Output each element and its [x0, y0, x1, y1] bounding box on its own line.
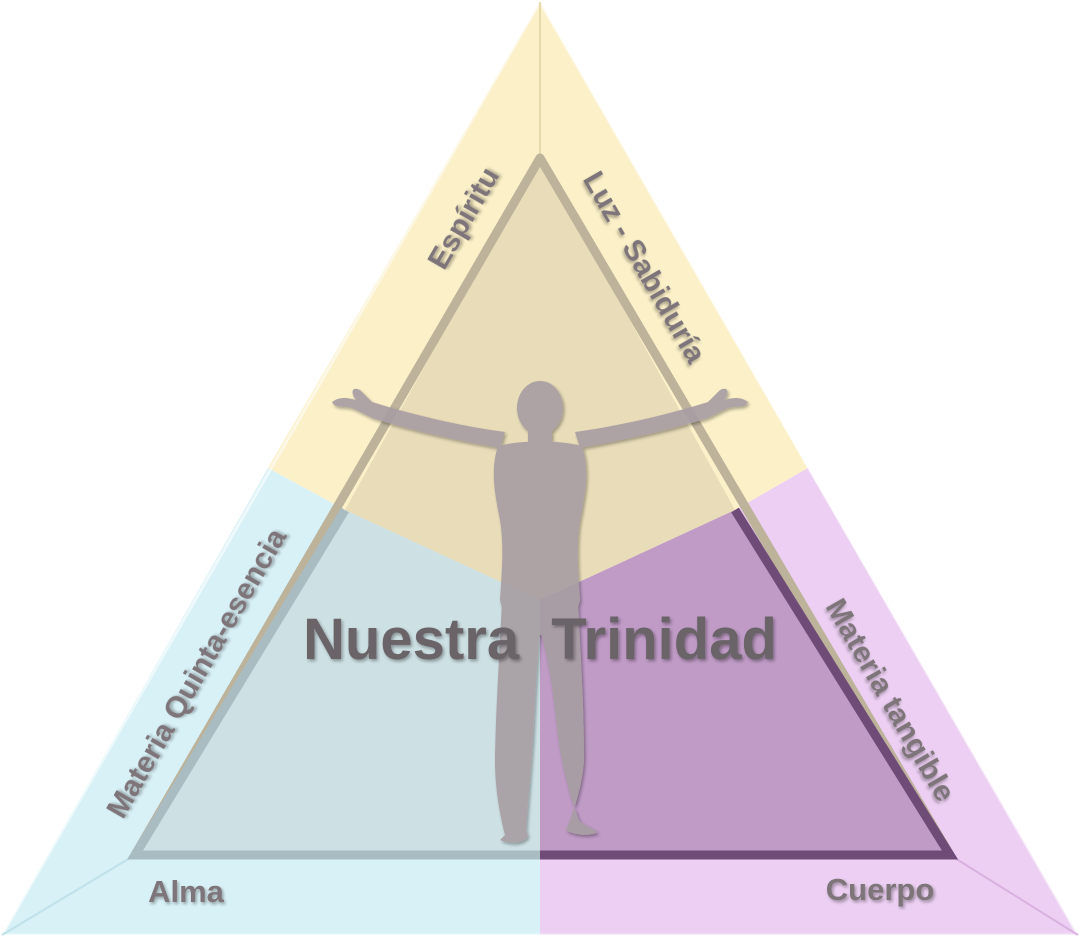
- diagram-title: Nuestra Trinidad: [303, 607, 777, 672]
- label-alma: Alma: [148, 874, 225, 909]
- left-inner-region: [135, 510, 540, 855]
- human-figure-silhouette: [332, 381, 748, 843]
- figure-left-leg: [495, 600, 540, 843]
- bevel-line: [949, 854, 1079, 936]
- figure-torso: [493, 441, 587, 635]
- right-inner-region: [540, 510, 950, 855]
- bevel-line: [1, 854, 136, 936]
- label-cuerpo: Cuerpo: [826, 872, 935, 907]
- figure-right-leg: [540, 600, 598, 835]
- figure-head: [517, 381, 563, 435]
- figure-left-arm: [332, 388, 505, 448]
- figure-right-arm: [575, 388, 748, 448]
- inner-frame-left-bottom: [126, 507, 540, 860]
- top-inner-region: [345, 158, 735, 600]
- inner-frame-right-bottom: [540, 507, 959, 860]
